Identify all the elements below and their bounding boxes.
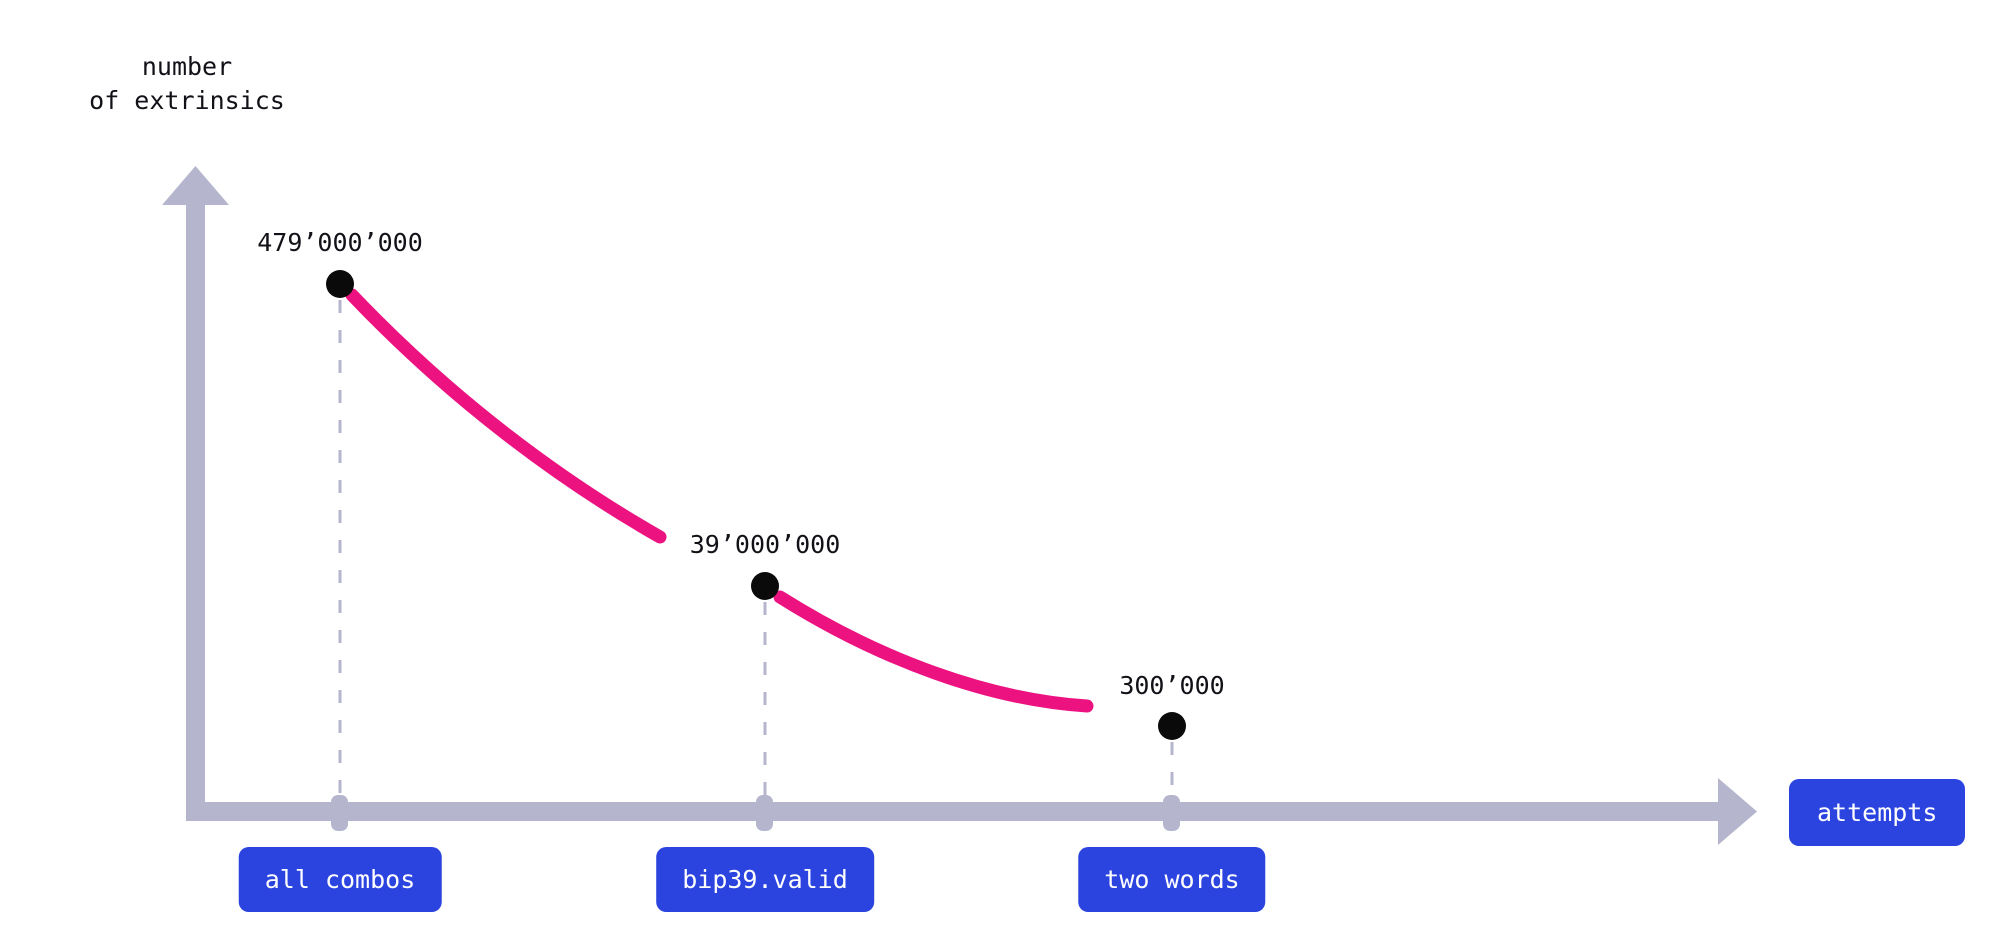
data-point-marker	[751, 572, 779, 600]
y-axis-title-line2: of extrinsics	[89, 86, 285, 115]
x-axis-tick	[756, 795, 773, 831]
x-axis-line	[186, 802, 1731, 821]
trend-curve	[345, 288, 1094, 713]
data-point-value-label: 300’000	[1119, 671, 1225, 700]
x-axis-label-attempts[interactable]: attempts	[1789, 779, 1966, 846]
x-axis-ticks	[331, 795, 1180, 831]
y-axis-line	[186, 190, 205, 820]
trend-curve-segment	[345, 288, 667, 544]
axis-group	[162, 166, 1757, 845]
category-label-two-words[interactable]: two words	[1078, 847, 1266, 912]
data-point-marker	[1158, 712, 1186, 740]
data-point-marker	[326, 270, 354, 298]
x-axis-arrowhead	[1718, 778, 1757, 845]
y-axis-arrowhead	[162, 166, 229, 205]
x-axis-tick	[1163, 795, 1180, 831]
data-point-value-label: 479’000’000	[257, 228, 423, 257]
category-label-all-combos[interactable]: all combos	[238, 847, 442, 912]
x-axis-tick	[331, 795, 348, 831]
data-markers	[326, 270, 1186, 740]
trend-curve-segment	[773, 590, 1094, 713]
data-point-value-label: 39’000’000	[689, 530, 841, 559]
y-axis-title-line1: number	[141, 52, 233, 81]
guide-lines	[338, 300, 1174, 800]
y-axis-title: number of extrinsics	[72, 50, 302, 118]
category-label-bip39-valid[interactable]: bip39.valid	[656, 847, 874, 912]
